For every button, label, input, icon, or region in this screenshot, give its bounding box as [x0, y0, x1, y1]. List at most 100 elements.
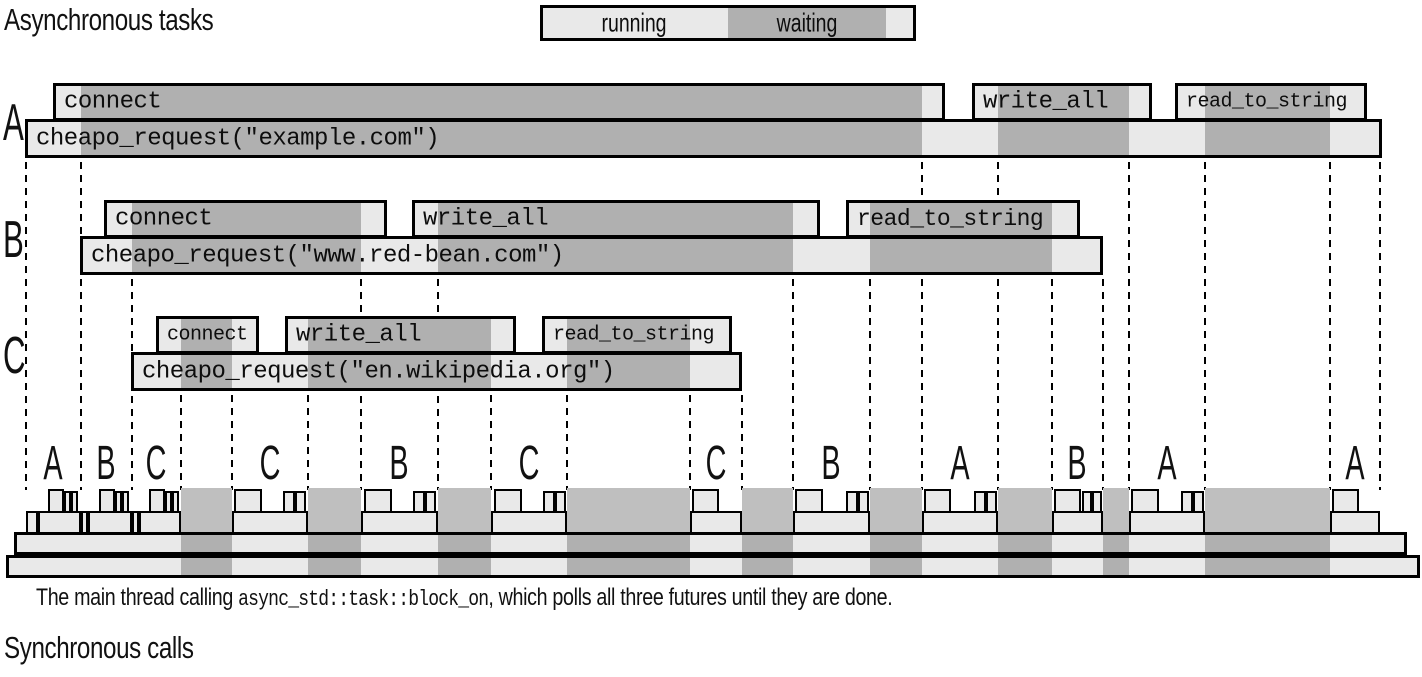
task-C-write-all-bar: write_all — [285, 316, 516, 354]
caption-text-post: , which polls all three futures until th… — [488, 584, 893, 611]
legend-label-waiting: waiting — [776, 7, 838, 38]
task-C-write-all-bar-label: write_all — [296, 321, 422, 349]
waiting-band — [567, 488, 690, 534]
poll-burst-frame — [924, 489, 951, 513]
running-segment — [1129, 122, 1205, 155]
task-A-call-bar: cheapo_request("example.com") — [25, 119, 1382, 158]
poll-dashed-line — [25, 162, 27, 490]
waiting-band — [181, 488, 232, 534]
running-segment — [886, 8, 913, 38]
poll-dashed-line — [307, 395, 309, 490]
poll-burst-frame — [692, 489, 719, 513]
poll-burst-subframe — [1082, 491, 1092, 513]
timeline-letter-B: B — [389, 437, 409, 490]
waiting-segment — [308, 319, 491, 351]
poll-dashed-line — [869, 279, 871, 490]
poll-burst-base — [139, 511, 181, 534]
waiting-segment — [308, 535, 361, 552]
running-segment — [1178, 86, 1208, 118]
running-segment — [491, 319, 513, 351]
legend-label-running: running — [601, 7, 667, 38]
running-segment — [159, 319, 184, 351]
running-segment — [415, 203, 441, 235]
poll-burst-spacer — [132, 511, 139, 534]
waiting-segment — [308, 558, 361, 575]
task-A-write-all-bar: write_all — [972, 83, 1152, 121]
poll-burst-subframe — [122, 491, 129, 513]
poll-burst-base — [1330, 511, 1380, 534]
task-C-call-bar: cheapo_request("en.wikipedia.org") — [131, 352, 742, 391]
poll-burst-subframe — [986, 491, 997, 513]
poll-dashed-line — [1379, 162, 1381, 490]
poll-dashed-line — [1329, 162, 1331, 490]
legend-bar: running waiting — [540, 5, 916, 41]
waiting-segment — [438, 239, 793, 272]
poll-burst-frame — [234, 489, 262, 513]
task-B-write-all-bar-label: write_all — [423, 205, 549, 233]
task-B-read-to-string-bar: read_to_string — [846, 200, 1080, 238]
running-segment — [1052, 239, 1100, 272]
waiting-segment — [998, 535, 1052, 552]
timeline-letter-A: A — [950, 437, 970, 490]
poll-burst-frame — [1054, 489, 1081, 513]
running-segment — [83, 239, 135, 272]
poll-burst-subframe — [283, 491, 295, 513]
running-segment — [922, 122, 998, 155]
poll-burst-base — [232, 511, 308, 534]
task-C-read-to-string-bar-label: read_to_string — [553, 323, 715, 347]
running-segment — [690, 319, 729, 351]
poll-burst-subframe — [425, 491, 436, 513]
waiting-segment — [1103, 535, 1129, 552]
waiting-segment — [870, 558, 922, 575]
poll-dashed-line — [231, 395, 233, 490]
waiting-segment — [870, 535, 922, 552]
waiting-segment — [870, 239, 1052, 272]
poll-burst-base — [1129, 511, 1205, 534]
poll-burst-base — [38, 511, 81, 534]
timeline-letter-C: C — [518, 437, 540, 490]
poll-burst-subframe — [1092, 491, 1102, 513]
poll-burst-subframe — [64, 491, 71, 513]
timeline-letter-A: A — [43, 437, 63, 490]
waiting-segment — [181, 355, 232, 388]
running-segment — [134, 355, 184, 388]
running-segment — [1330, 86, 1364, 118]
waiting-segment — [742, 558, 793, 575]
caption-code: async_std::task::block_on — [238, 587, 489, 612]
waiting-band — [1103, 488, 1129, 534]
poll-burst-base — [690, 511, 742, 534]
poll-burst-subframe — [1193, 491, 1204, 513]
poll-dashed-line — [490, 395, 492, 490]
running-segment — [288, 319, 311, 351]
poll-dashed-line — [1128, 162, 1130, 490]
task-B-call-bar-label: cheapo_request("www.red-bean.com") — [91, 242, 564, 269]
task-C-read-to-string-bar: read_to_string — [542, 316, 732, 354]
waiting-band — [998, 488, 1052, 534]
waiting-segment — [1205, 535, 1330, 552]
main-thread-bar-level-1 — [6, 555, 1420, 578]
poll-burst-base — [793, 511, 870, 534]
waiting-band — [438, 488, 491, 534]
poll-dashed-line — [1051, 279, 1053, 490]
running-segment — [361, 239, 438, 272]
task-B-read-to-string-bar-label: read_to_string — [857, 206, 1044, 232]
waiting-band — [1205, 488, 1330, 534]
poll-burst-base — [922, 511, 998, 534]
waiting-segment — [1103, 558, 1129, 575]
waiting-segment — [567, 558, 690, 575]
timeline-letter-B: B — [96, 437, 116, 490]
running-segment — [1330, 122, 1379, 155]
timeline-letter-B: B — [821, 437, 841, 490]
poll-dashed-line — [792, 279, 794, 490]
task-C-connect-bar: connect — [156, 316, 259, 354]
task-A-read-to-string-bar-label: read_to_string — [1186, 90, 1348, 114]
waiting-segment — [438, 203, 793, 235]
waiting-segment — [567, 355, 690, 388]
poll-burst-frame — [1131, 489, 1159, 513]
task-A-connect-bar: connect — [53, 83, 945, 121]
timeline-letter-C: C — [259, 437, 281, 490]
poll-burst-frame — [494, 489, 522, 513]
running-segment — [793, 203, 817, 235]
running-segment — [793, 239, 870, 272]
